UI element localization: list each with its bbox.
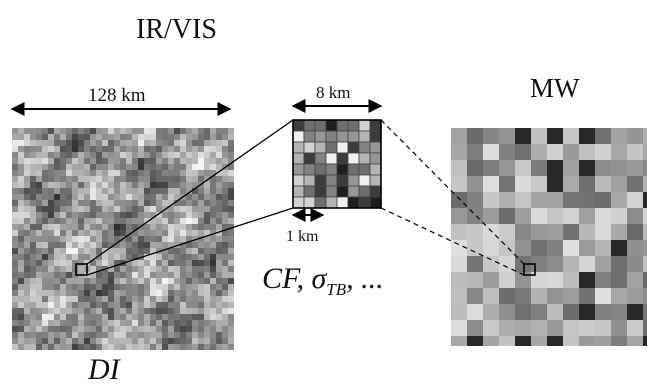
cf-sigma-label: CF, σTB, ... [262,262,384,300]
scale-label-1km: 1 km [286,228,319,245]
mw-title: MW [530,73,580,103]
ir-highlight-box [75,263,88,276]
sigma-subscript: TB [326,280,347,299]
cf-suffix: , ... [346,262,384,295]
mw-satellite-image [451,128,647,346]
mw-highlight-box [523,263,536,276]
cf-prefix: CF, σ [262,262,327,295]
mw-dashed-line-top [380,119,525,265]
ir-vis-satellite-image [12,128,234,350]
scale-label-8km: 8 km [316,83,351,102]
ir-vis-title: IR/VIS [136,14,217,45]
zoom-line-bottom [86,207,294,276]
scale-label-128km: 128 km [88,85,146,106]
di-label: DI [88,353,120,386]
zoom-line-top [86,119,294,265]
zoomed-pixel-grid [292,119,382,209]
